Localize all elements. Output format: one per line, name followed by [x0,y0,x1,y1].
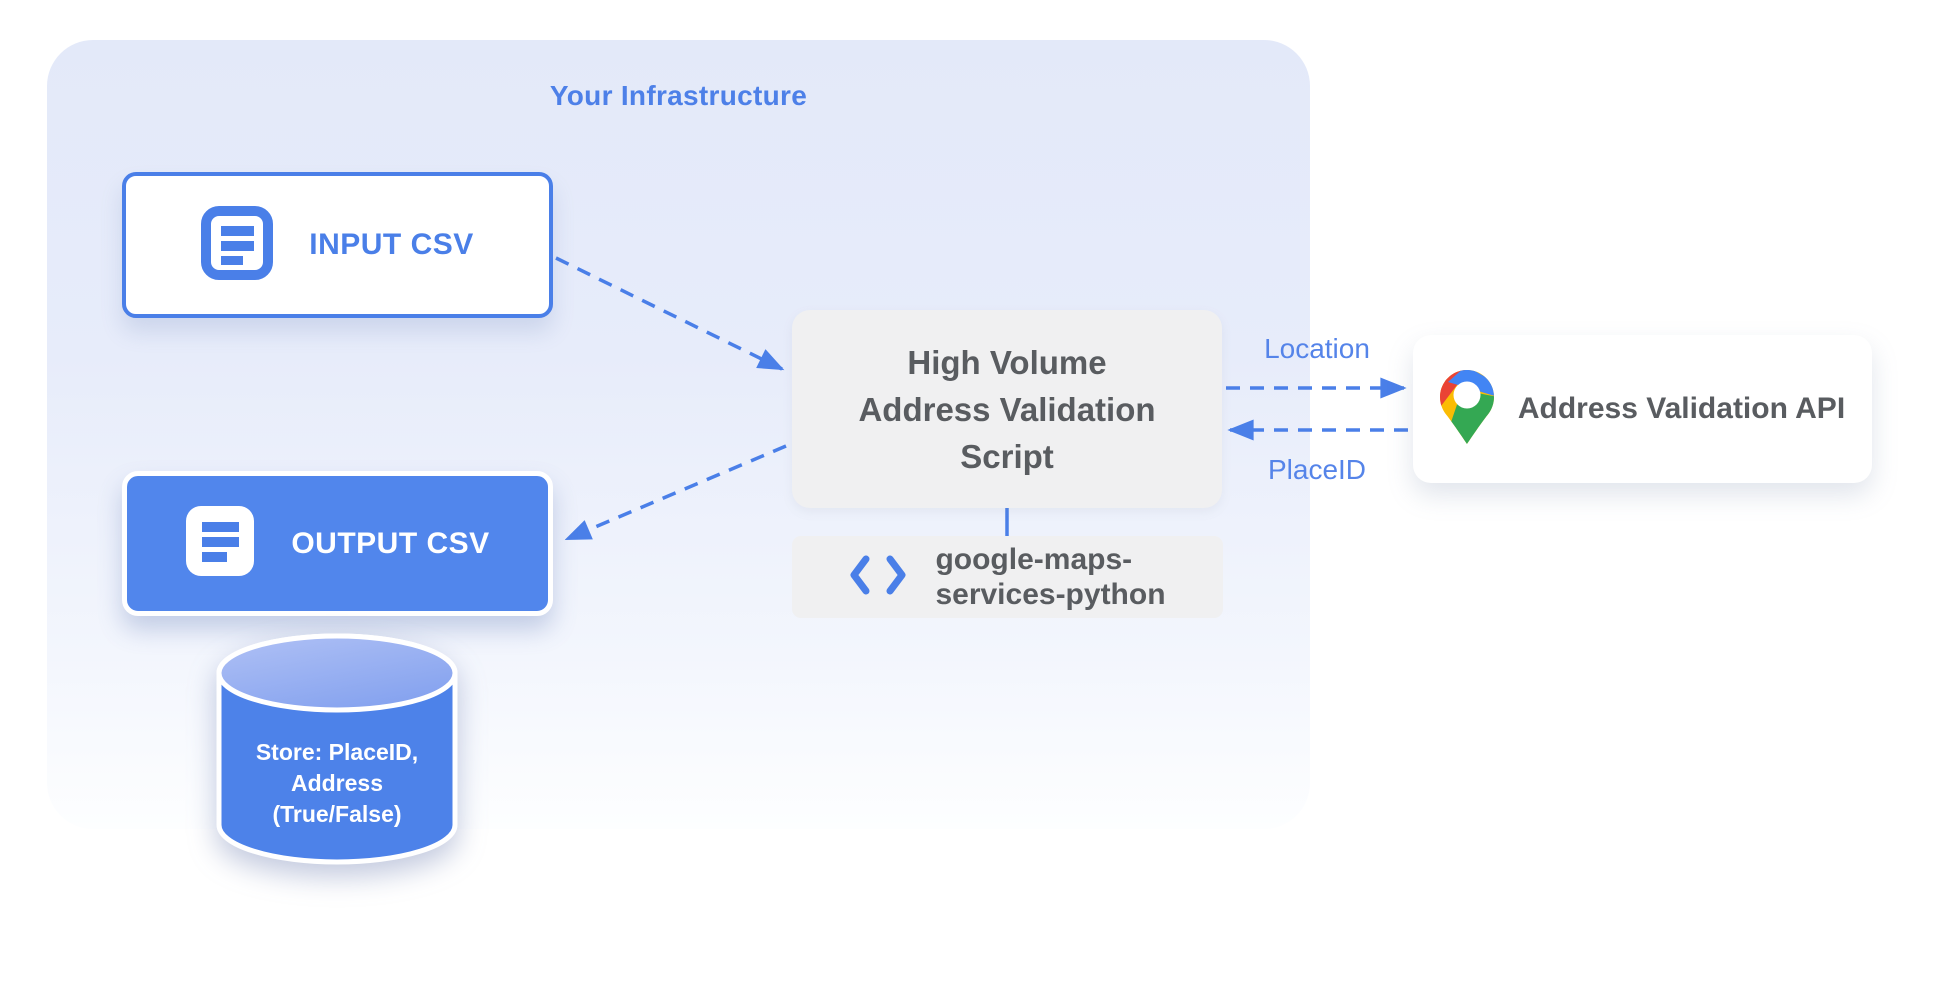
input-csv-label: INPUT CSV [309,228,474,261]
edge-label-placeid: PlaceID [1267,454,1367,485]
code-brackets-icon [849,554,907,601]
script-label-line: High Volume [907,343,1107,381]
api-node: Address Validation API [1413,335,1872,483]
script-node: High Volume Address Validation Script [792,310,1222,508]
datastore-label: Store: PlaceID, Address (True/False) [255,739,419,827]
datastore-node [204,626,470,882]
database-cylinder-icon [216,633,458,865]
csv-document-icon [201,205,274,285]
output-csv-node: OUTPUT CSV [122,471,553,616]
infrastructure-title: Your Infrastructure [549,80,808,111]
library-node: google-maps- services-python [792,536,1223,618]
script-label-line: Address Validation [858,390,1156,428]
script-label-line: Script [960,437,1054,475]
input-csv-node: INPUT CSV [122,172,553,318]
google-maps-pin-icon [1439,369,1494,449]
api-label: Address Validation API [1517,392,1846,425]
csv-document-icon-inverted [185,505,255,582]
edge-label-location: Location [1264,333,1370,364]
library-label: google-maps- services-python [935,543,1166,611]
output-csv-label: OUTPUT CSV [291,526,490,560]
